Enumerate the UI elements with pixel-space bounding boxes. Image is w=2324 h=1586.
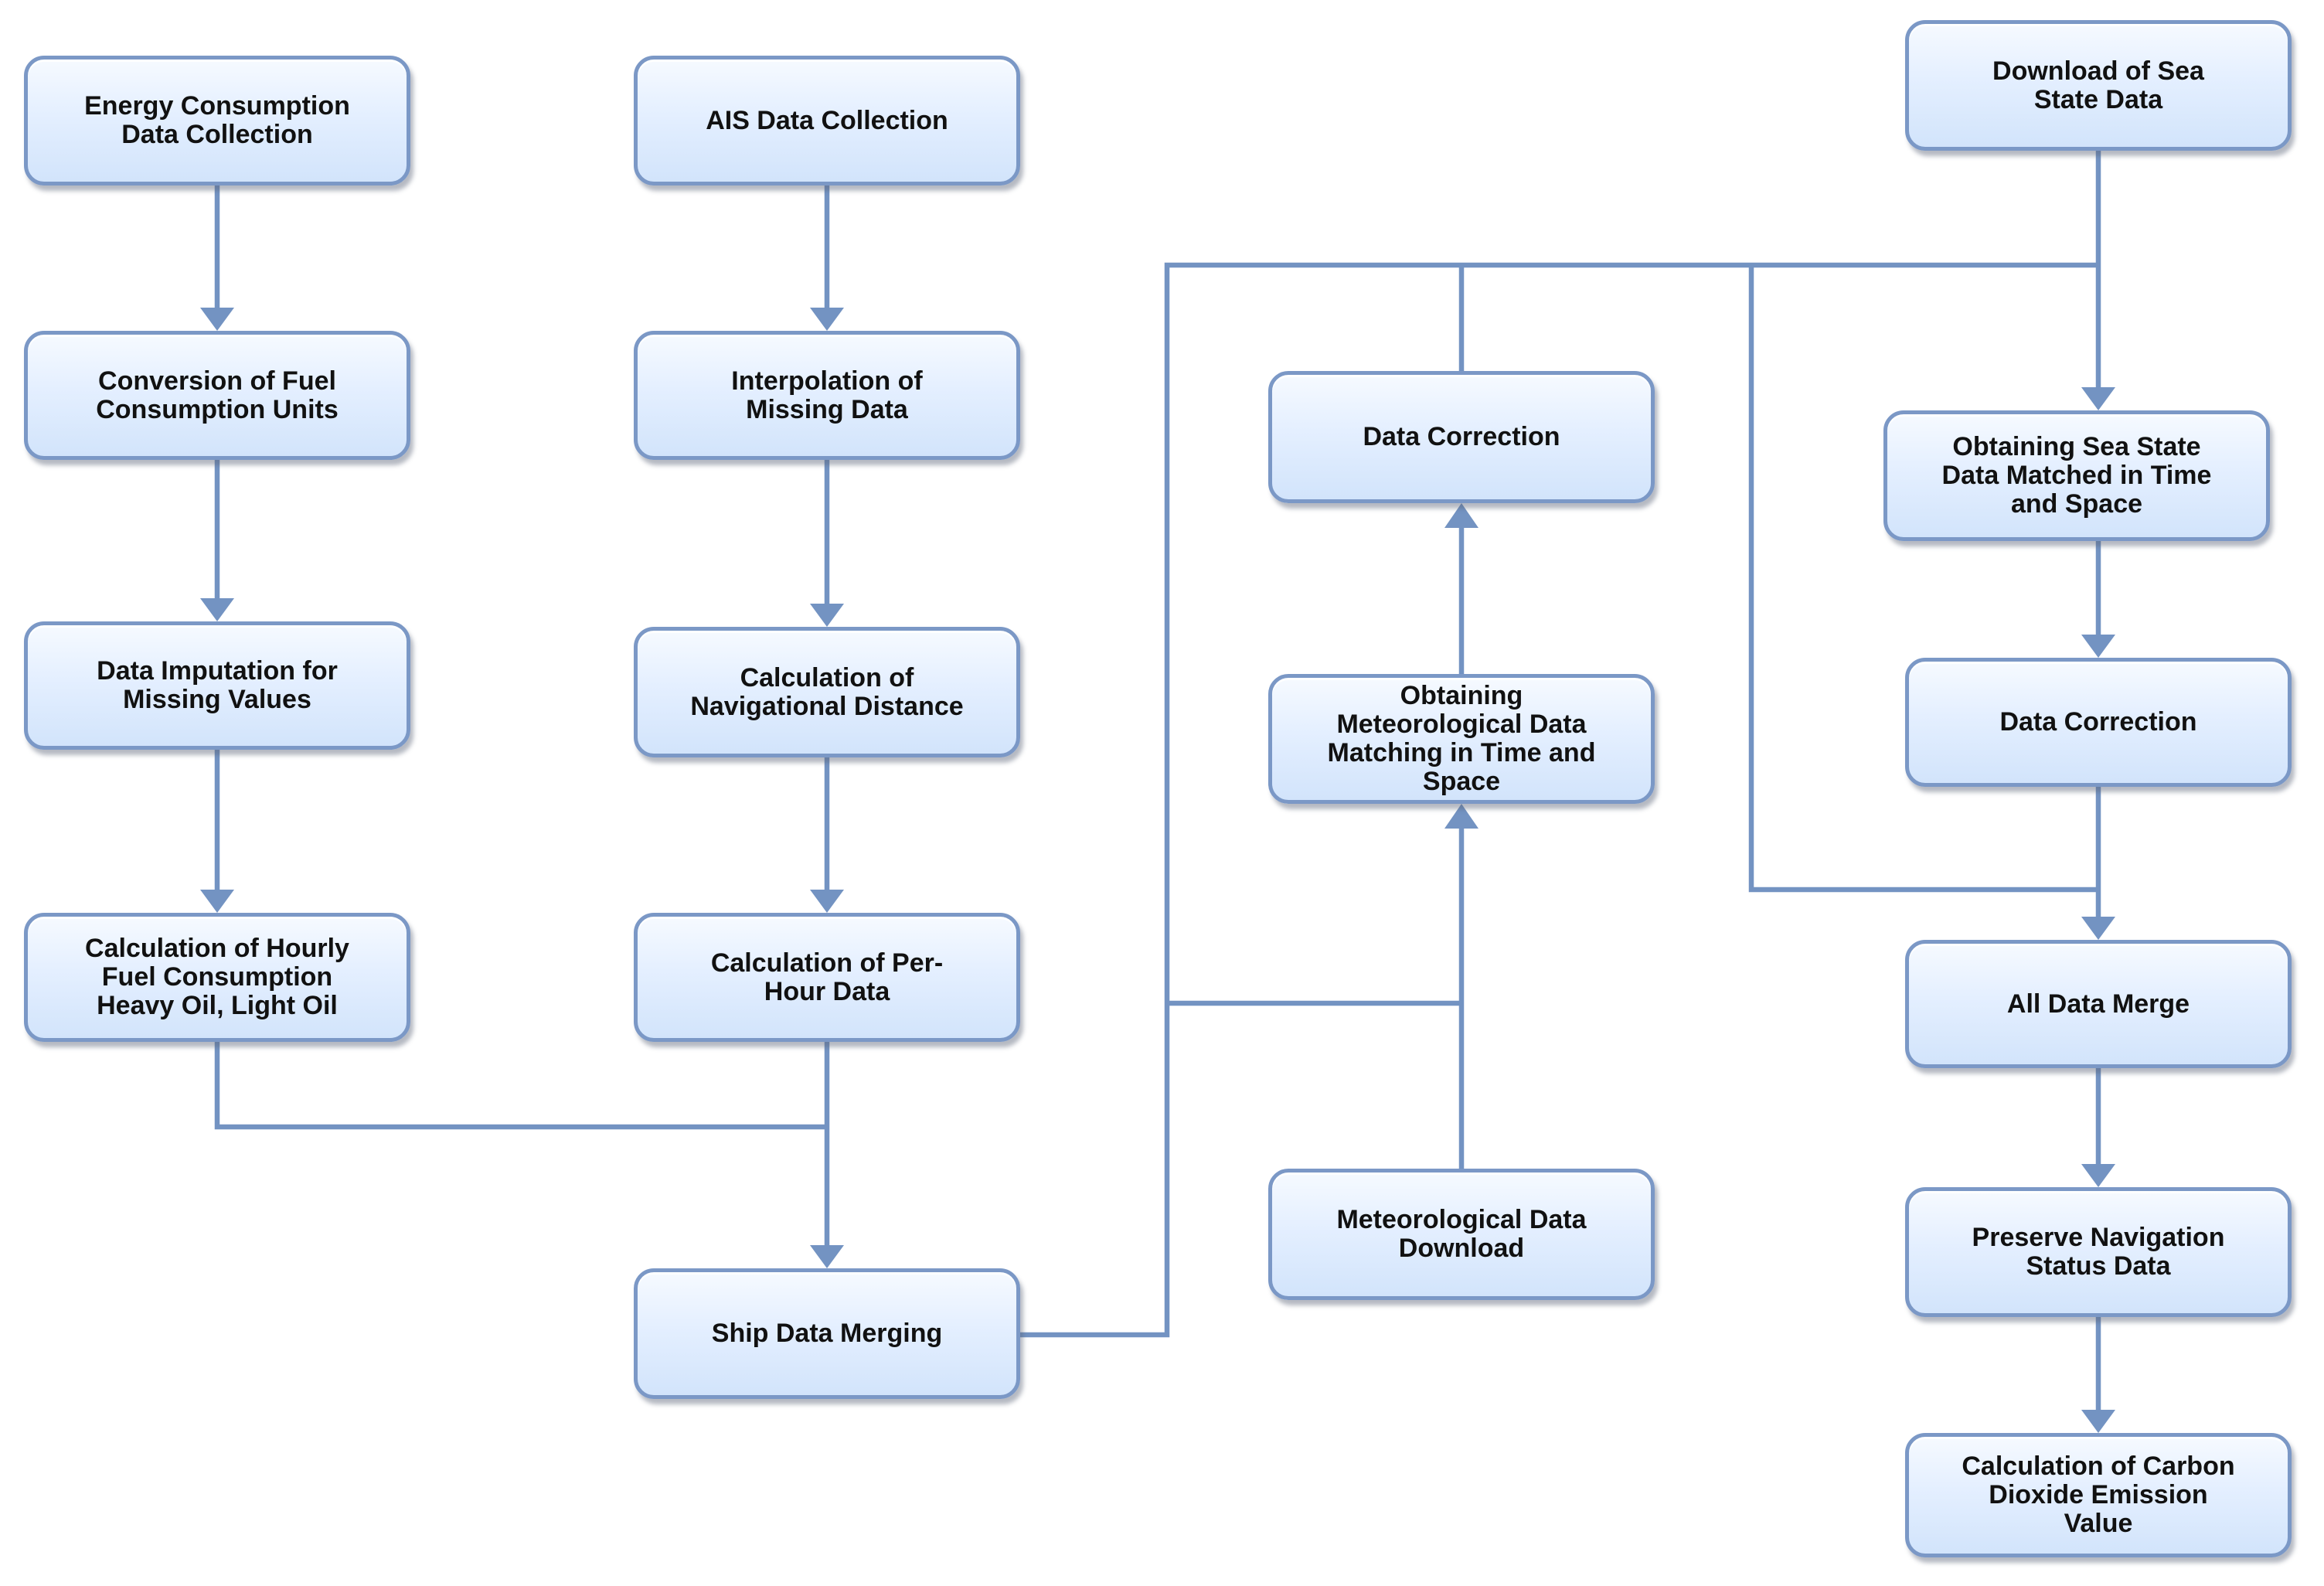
nav-distance-node: Calculation of Navigational Distance (634, 627, 1020, 757)
connector-ship-merge-bus (1020, 262, 2098, 1338)
met-download-node: Meteorological Data Download (1268, 1169, 1655, 1300)
arrowhead (2081, 1410, 2115, 1433)
arrowhead (200, 308, 234, 331)
node-label: Obtaining Sea State Data Matched in Time… (1941, 432, 2212, 519)
arrowhead (200, 890, 234, 913)
node-label: Calculation of Navigational Distance (690, 662, 964, 721)
node-label: Calculation of Hourly Fuel Consumption H… (85, 934, 349, 1020)
node-label: Calculation of Carbon Dioxide Emission V… (1962, 1452, 2235, 1538)
arrowhead (810, 604, 844, 627)
met-correction-node: Data Correction (1268, 371, 1655, 503)
interpolation-node: Interpolation of Missing Data (634, 331, 1020, 460)
arrowhead (1444, 804, 1478, 829)
node-label: Preserve Navigation Status Data (1972, 1223, 2225, 1281)
sea-matching-node: Obtaining Sea State Data Matched in Time… (1883, 410, 2270, 541)
ais-collection-node: AIS Data Collection (634, 56, 1020, 185)
node-label: Data Imputation for Missing Values (97, 656, 338, 714)
node-label: Conversion of Fuel Consumption Units (96, 366, 339, 424)
node-label: Obtaining Meteorological Data Matching i… (1327, 681, 1596, 796)
all-merge-node: All Data Merge (1905, 940, 2292, 1068)
arrowhead (810, 890, 844, 913)
node-label: Data Correction (1999, 707, 2197, 737)
connector-bus-to-all-merge (1748, 265, 2098, 893)
arrowhead (2081, 1164, 2115, 1187)
arrowhead (1444, 503, 1478, 528)
arrowhead (200, 598, 234, 621)
node-label: Energy Consumption Data Collection (84, 91, 350, 149)
arrowhead (2081, 917, 2115, 940)
preserve-nav-node: Preserve Navigation Status Data (1905, 1187, 2292, 1317)
met-matching-node: Obtaining Meteorological Data Matching i… (1268, 674, 1655, 804)
co2-calc-node: Calculation of Carbon Dioxide Emission V… (1905, 1433, 2292, 1557)
data-imputation-node: Data Imputation for Missing Values (24, 621, 410, 750)
arrowhead (810, 1245, 844, 1268)
node-label: Data Correction (1363, 422, 1560, 451)
fuel-units-node: Conversion of Fuel Consumption Units (24, 331, 410, 460)
arrowhead (2081, 635, 2115, 658)
node-label: Calculation of Per- Hour Data (710, 948, 944, 1006)
node-label: Ship Data Merging (711, 1319, 943, 1348)
arrowhead (2081, 387, 2115, 410)
sea-correction-node: Data Correction (1905, 658, 2292, 787)
node-label: All Data Merge (2006, 989, 2190, 1019)
sea-download-node: Download of Sea State Data (1905, 20, 2292, 151)
per-hour-node: Calculation of Per- Hour Data (634, 913, 1020, 1042)
arrowhead (810, 308, 844, 331)
energy-collection-node: Energy Consumption Data Collection (24, 56, 410, 185)
node-label: Meteorological Data Download (1336, 1205, 1587, 1263)
ship-merge-node: Ship Data Merging (634, 1268, 1020, 1399)
node-label: Download of Sea State Data (1992, 56, 2204, 114)
node-label: Interpolation of Missing Data (731, 366, 923, 424)
hourly-fuel-node: Calculation of Hourly Fuel Consumption H… (24, 913, 410, 1042)
connector-hourly-fuel-to-ship-merge (214, 1042, 827, 1130)
node-label: AIS Data Collection (706, 105, 948, 135)
